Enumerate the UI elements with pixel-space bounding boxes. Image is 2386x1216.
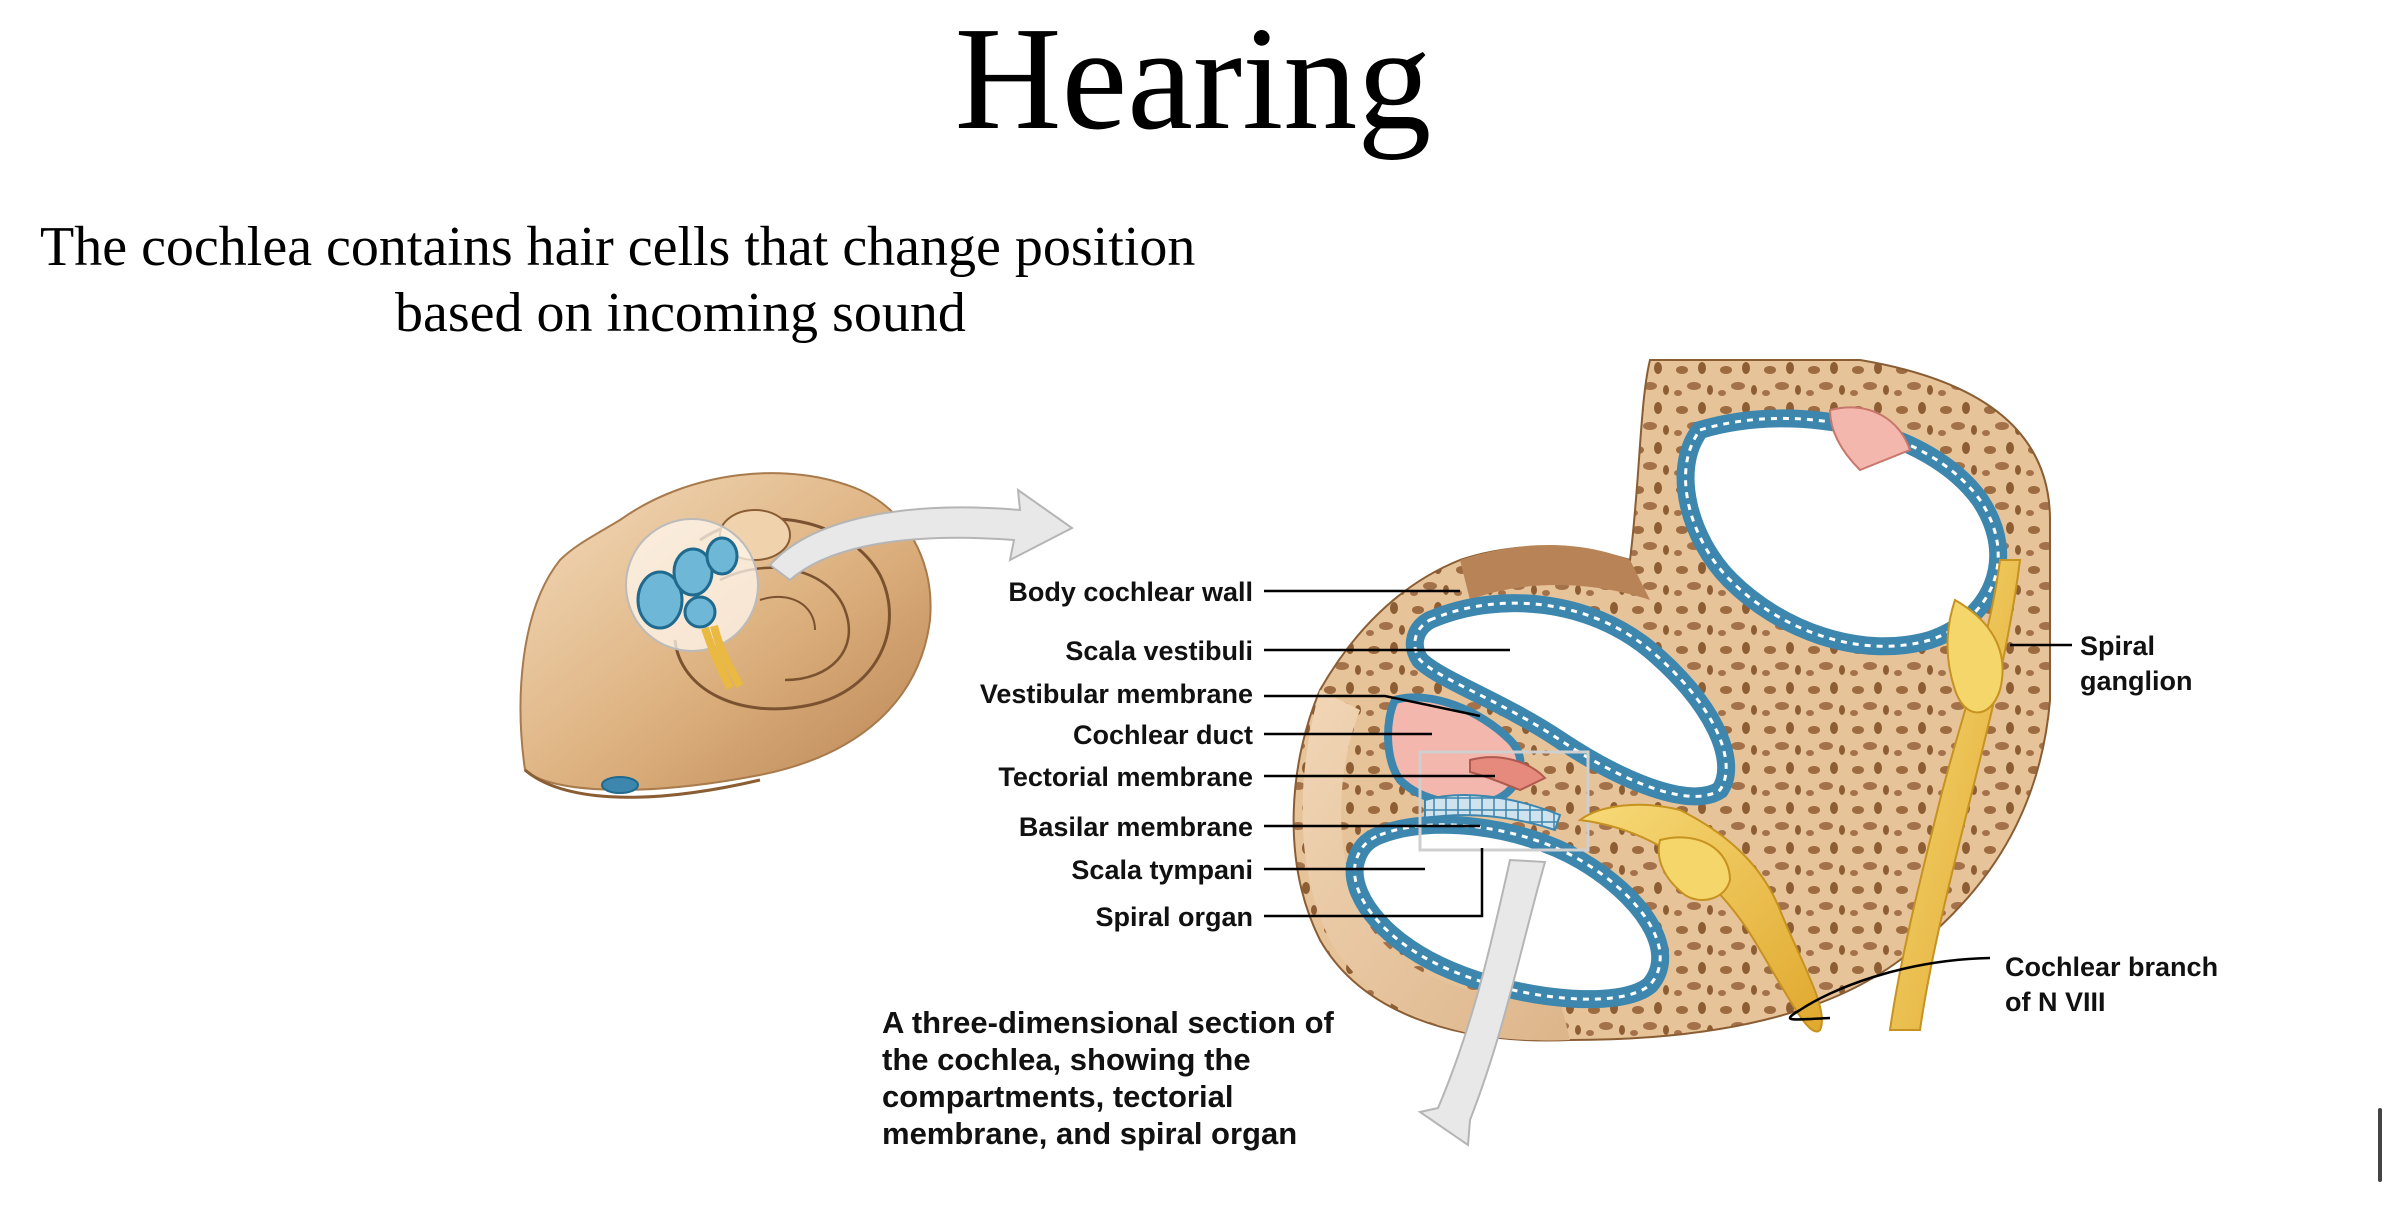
label-scala-tympani: Scala tympani: [1071, 855, 1253, 885]
zoom-arrow-bottom: [1417, 858, 1547, 1147]
label-leader-lines: [1264, 589, 2072, 1021]
label-cochlear-branch-line1: Cochlear branch: [2005, 952, 2218, 982]
subtitle-line-2: based on incoming sound: [395, 282, 966, 344]
label-cochlear-duct: Cochlear duct: [1073, 720, 1253, 750]
label-cochlear-branch-line2: of N VIII: [2005, 987, 2106, 1017]
caption-line-4: membrane, and spiral organ: [882, 1116, 1297, 1151]
label-tectorial-membrane: Tectorial membrane: [998, 762, 1253, 792]
label-body-cochlear-wall: Body cochlear wall: [1008, 577, 1253, 607]
label-scala-vestibuli: Scala vestibuli: [1065, 636, 1253, 666]
scrollbar-thumb[interactable]: [2378, 1108, 2382, 1182]
subtitle-line-1: The cochlea contains hair cells that cha…: [40, 216, 1196, 278]
caption-line-3: compartments, tectorial: [882, 1079, 1233, 1114]
zoom-arrow-top: [768, 487, 1074, 582]
label-basilar-membrane: Basilar membrane: [1019, 812, 1253, 842]
label-spiral-ganglion-line1: Spiral: [2080, 631, 2155, 661]
caption-line-1: A three-dimensional section of: [882, 1005, 1335, 1040]
label-spiral-ganglion-line2: ganglion: [2080, 666, 2192, 696]
slide-subtitle: The cochlea contains hair cells that cha…: [40, 214, 1440, 346]
label-vestibular-membrane: Vestibular membrane: [980, 679, 1253, 709]
caption-line-2: the cochlea, showing the: [882, 1042, 1251, 1077]
slide-title: Hearing: [954, 0, 1432, 161]
label-spiral-organ: Spiral organ: [1095, 902, 1253, 932]
